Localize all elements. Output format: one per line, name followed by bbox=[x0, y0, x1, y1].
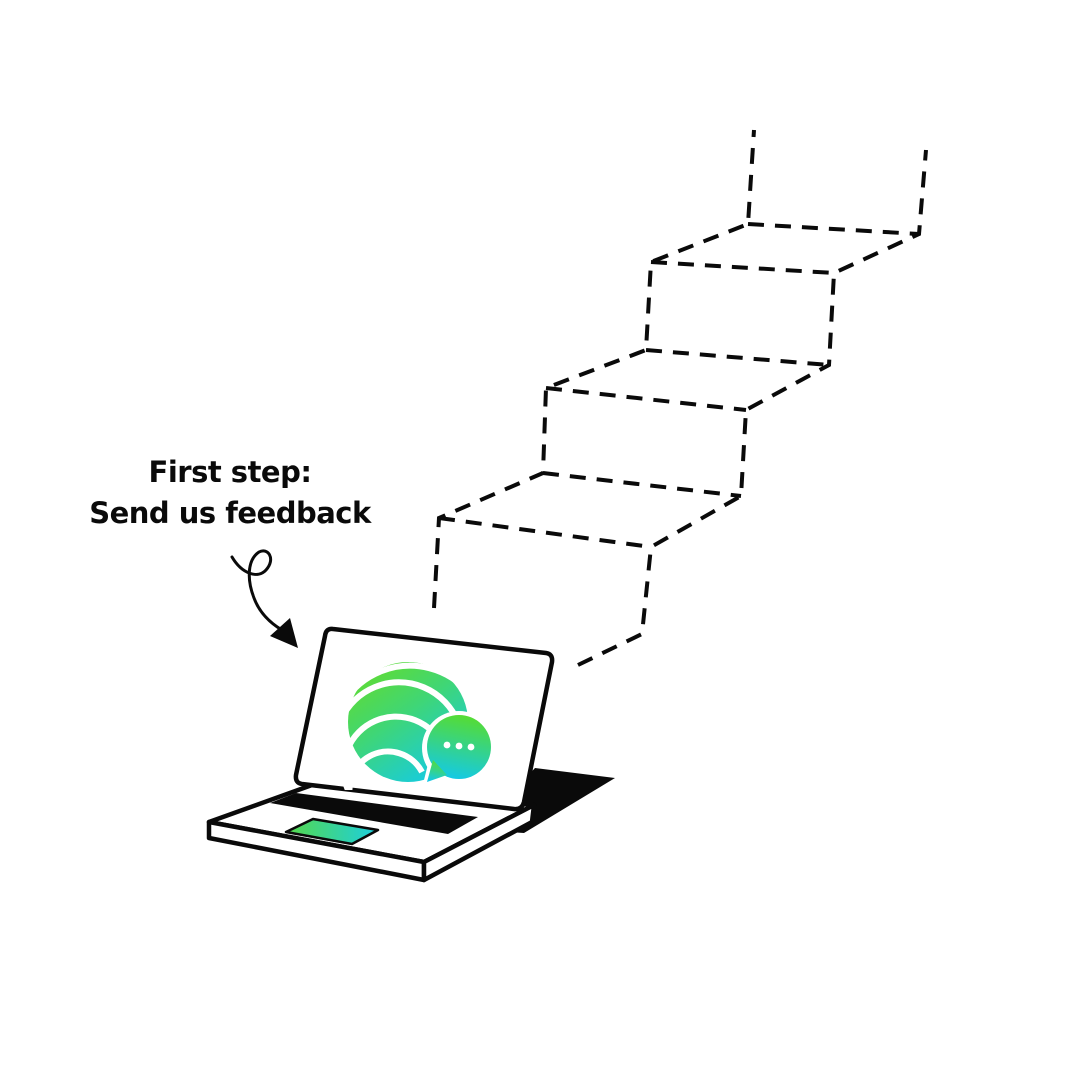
curly-arrow-icon bbox=[230, 549, 298, 648]
caption-line-2: Send us feedback bbox=[89, 496, 371, 530]
feedback-chat-logo-icon bbox=[343, 652, 496, 790]
caption: First step: Send us feedback bbox=[60, 452, 400, 534]
caption-line-1: First step: bbox=[148, 455, 312, 489]
dashed-staircase-icon bbox=[432, 129, 928, 667]
